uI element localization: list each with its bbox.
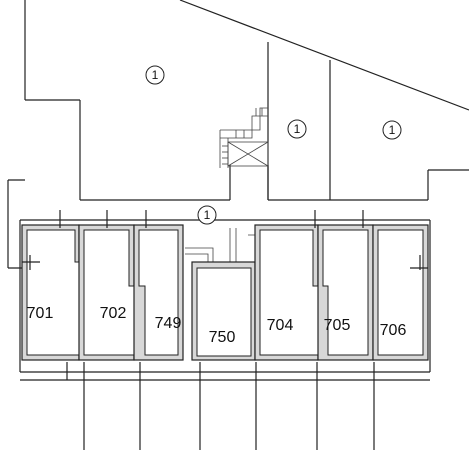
- unit-750[interactable]: 750: [191, 261, 256, 361]
- unit-702[interactable]: 702: [78, 224, 135, 361]
- unit-702-label: 702: [100, 305, 127, 322]
- unit-706[interactable]: 706: [372, 224, 429, 361]
- unit-706-label: 706: [380, 322, 407, 339]
- wall-ticks: [29, 210, 421, 380]
- unit-701-label: 701: [27, 305, 54, 322]
- unit-750-label: 750: [209, 329, 236, 346]
- unit-749-label: 749: [155, 315, 182, 332]
- zone-marker-1-label: 1: [152, 68, 159, 82]
- zone-marker-3: 1: [382, 120, 402, 140]
- zone-marker-3-label: 1: [389, 123, 396, 137]
- zone-marker-4-label: 1: [204, 208, 211, 222]
- unit-705[interactable]: 705: [317, 224, 374, 361]
- zone-marker-1: 1: [145, 65, 165, 85]
- unit-705-label: 705: [324, 317, 351, 334]
- unit-701[interactable]: 701: [21, 224, 81, 361]
- lower-guide-lines: [83, 380, 375, 450]
- unit-704-label: 704: [267, 317, 294, 334]
- zone-marker-2: 1: [287, 119, 307, 139]
- unit-749[interactable]: 749: [133, 224, 184, 361]
- zone-marker-2-label: 1: [294, 122, 301, 136]
- zone-marker-4: 1: [197, 205, 217, 225]
- site-outline: [7, 0, 469, 269]
- upper-staircase: [219, 107, 269, 168]
- corridor: [19, 219, 431, 381]
- unit-704[interactable]: 704: [254, 224, 319, 361]
